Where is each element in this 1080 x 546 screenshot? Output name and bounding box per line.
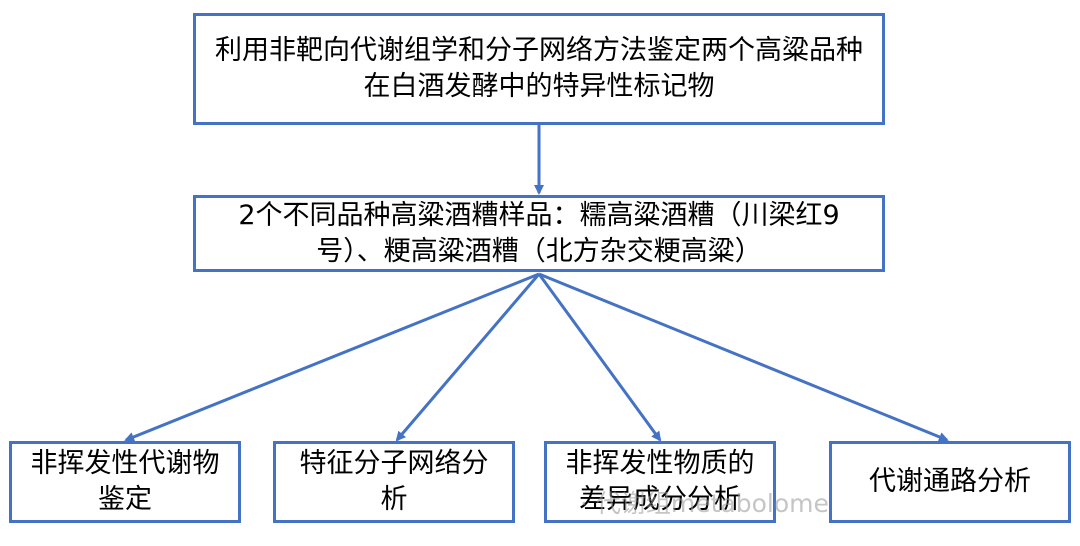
bottom-box-differential-analysis: 非挥发性物质的差异成分分析 — [544, 441, 776, 523]
bottom-box-molecular-network: 特征分子网络分析 — [273, 441, 515, 523]
arrow-middle-to-box1 — [124, 272, 540, 442]
top-box-text: 利用非靶向代谢组学和分子网络方法鉴定两个高粱品种在白酒发酵中的特异性标记物 — [215, 35, 863, 102]
watermark-text: · 代谢组metabolome — [580, 489, 829, 518]
middle-box-text: 2个不同品种高粱酒糟样品：糯高粱酒糟（川梁红9号）、粳高粱酒糟（北方杂交粳高粱） — [238, 199, 840, 267]
bottom-box-pathway-analysis: 代谢通路分析 — [829, 441, 1071, 523]
bottom-box-identification: 非挥发性代谢物鉴定 — [9, 441, 241, 523]
bottom-box-identification-text: 非挥发性代谢物鉴定 — [30, 448, 220, 515]
bottom-box-pathway-analysis-text: 代谢通路分析 — [869, 466, 1031, 497]
bottom-box-differential-analysis-text: 非挥发性物质的差异成分分析 — [565, 448, 755, 515]
arrow-middle-to-box3 — [537, 273, 662, 442]
arrow-middle-to-box2 — [395, 273, 541, 442]
top-box: 利用非靶向代谢组学和分子网络方法鉴定两个高粱品种在白酒发酵中的特异性标记物 — [193, 13, 885, 125]
arrow-middle-to-box4 — [538, 272, 949, 442]
bottom-box-molecular-network-text: 特征分子网络分析 — [299, 448, 489, 515]
middle-box: 2个不同品种高粱酒糟样品：糯高粱酒糟（川梁红9号）、粳高粱酒糟（北方杂交粳高粱） — [193, 195, 885, 272]
